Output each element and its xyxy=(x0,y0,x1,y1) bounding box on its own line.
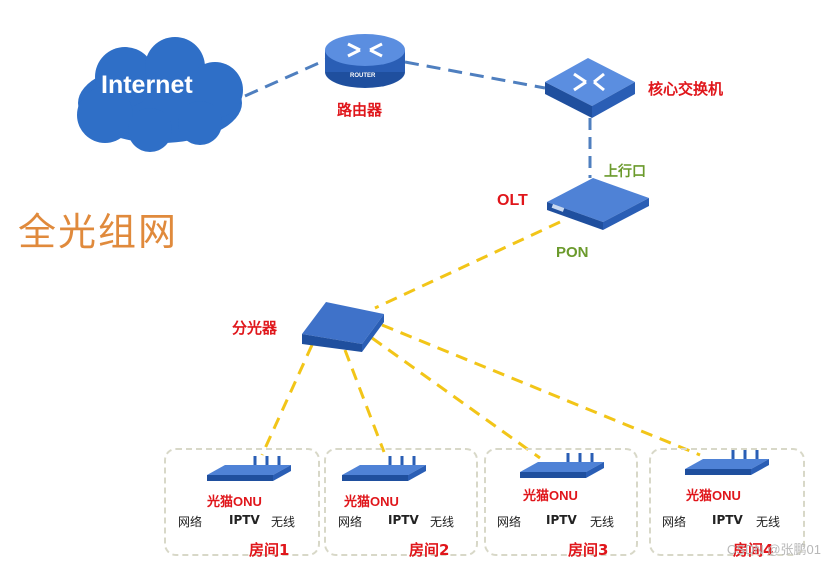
room-4-label: 房间4 xyxy=(733,541,774,559)
room-3-box xyxy=(484,448,638,556)
splitter-icon xyxy=(302,302,384,352)
link-splitter-room3 xyxy=(371,336,541,460)
watermark: CSDN @张鹏01 xyxy=(726,542,821,557)
room-2-box xyxy=(324,448,478,556)
room-1-label: 房间1 xyxy=(249,541,290,559)
link-router-coreswitch xyxy=(404,60,546,90)
onu-device-icon xyxy=(520,453,604,478)
onu-label: 光猫ONU xyxy=(523,488,578,503)
service-wireless: 无线 xyxy=(590,515,615,529)
onu-device-icon xyxy=(207,456,291,481)
service-network: 网络 xyxy=(497,515,522,529)
room-2-label: 房间2 xyxy=(409,541,450,559)
onu-label: 光猫ONU xyxy=(207,494,262,509)
link-splitter-room1 xyxy=(260,344,314,456)
onu-device-icon xyxy=(685,450,769,475)
onu-device-icon xyxy=(342,456,426,481)
router-icon xyxy=(325,34,405,88)
service-iptv: IPTV xyxy=(712,513,743,527)
room-4-box xyxy=(649,448,805,556)
service-network: 网络 xyxy=(338,515,363,529)
link-splitter-room4 xyxy=(381,323,701,457)
service-network: 网络 xyxy=(178,515,203,529)
router-badge: ROUTER xyxy=(350,73,376,79)
service-iptv: IPTV xyxy=(388,513,419,527)
router-label: 路由器 xyxy=(337,101,383,119)
room-1-box xyxy=(164,448,320,556)
link-olt-splitter xyxy=(374,220,561,310)
service-wireless: 无线 xyxy=(756,515,781,529)
service-wireless: 无线 xyxy=(271,515,296,529)
service-iptv: IPTV xyxy=(229,513,260,527)
onu-label: 光猫ONU xyxy=(344,494,399,509)
onu-label: 光猫ONU xyxy=(686,488,741,503)
link-internet-router xyxy=(244,56,331,98)
olt-icon xyxy=(547,178,649,230)
internet-label: Internet xyxy=(101,71,193,99)
core-switch-label: 核心交换机 xyxy=(648,80,724,98)
service-network: 网络 xyxy=(662,515,687,529)
core-switch-icon xyxy=(545,58,635,118)
service-iptv: IPTV xyxy=(546,513,577,527)
olt-label: OLT xyxy=(497,192,528,209)
splitter-label: 分光器 xyxy=(232,319,278,337)
service-wireless: 无线 xyxy=(430,515,455,529)
uplink-label: 上行口 xyxy=(604,164,646,180)
link-splitter-room2 xyxy=(343,349,386,453)
pon-label: PON xyxy=(556,244,589,261)
diagram-title: 全光组网 xyxy=(18,210,179,254)
internet-cloud-icon xyxy=(77,37,243,152)
room-3-label: 房间3 xyxy=(568,541,609,559)
